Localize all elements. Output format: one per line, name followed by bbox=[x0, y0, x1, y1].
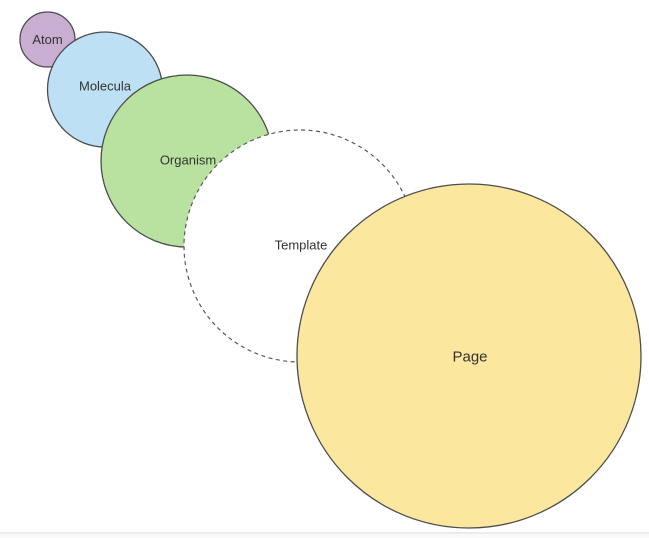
molecula-label: Molecula bbox=[79, 79, 132, 94]
footer-area bbox=[0, 534, 649, 538]
atom-label: Atom bbox=[32, 32, 62, 47]
shape-page[interactable]: Page bbox=[296, 183, 642, 529]
organism-label: Organism bbox=[160, 153, 216, 168]
template-label: Template bbox=[275, 238, 328, 253]
page-label: Page bbox=[452, 348, 487, 365]
page-circle[interactable] bbox=[296, 183, 642, 529]
